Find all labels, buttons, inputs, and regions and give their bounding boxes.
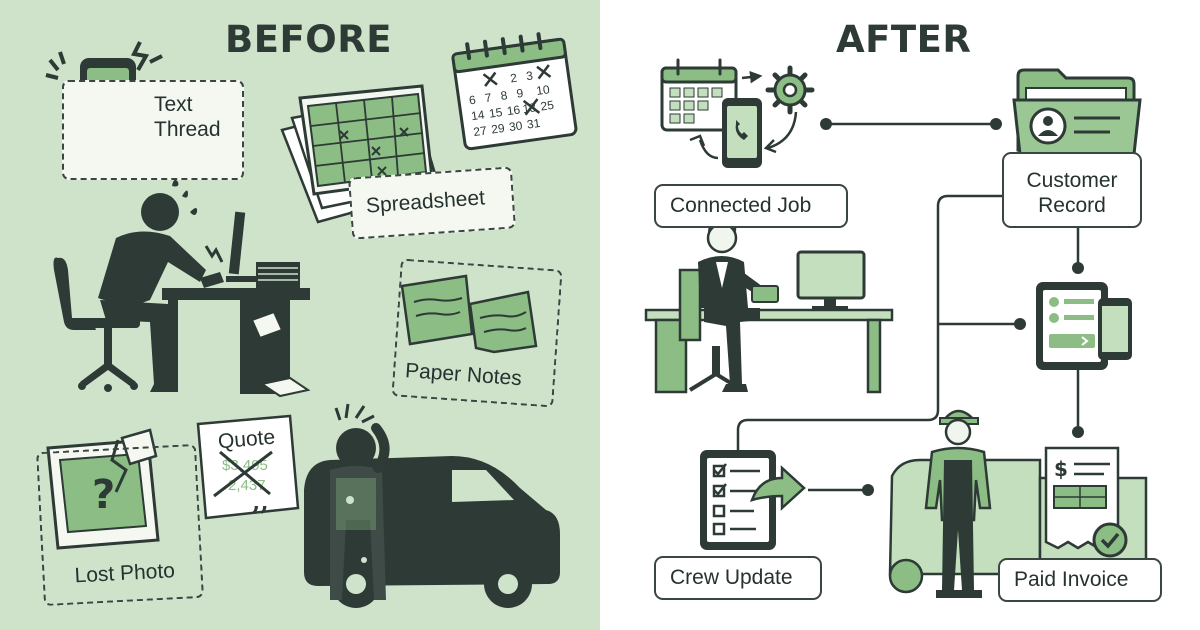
svg-text:6: 6 xyxy=(468,93,477,108)
quote-label: Quote xyxy=(217,425,277,454)
after-heading: AFTER xyxy=(836,18,972,61)
customer-folder-icon xyxy=(1012,68,1142,156)
svg-text:31: 31 xyxy=(526,116,541,132)
paper-notes-label: Paper Notes xyxy=(404,359,523,391)
before-heading: BEFORE xyxy=(225,18,392,61)
svg-text:$: $ xyxy=(1054,457,1068,481)
connected-job-label: Connected Job xyxy=(670,194,812,217)
crew-update-label: Crew Update xyxy=(670,566,793,589)
tablet-phone-icon xyxy=(1036,282,1132,370)
customer-record-label: Customer Record xyxy=(1026,169,1118,217)
paper-notes-card: Paper Notes xyxy=(391,258,563,408)
connector-lines xyxy=(736,122,1080,492)
svg-text:30: 30 xyxy=(508,118,523,134)
spreadsheet-icon xyxy=(280,84,440,224)
calendar-phone-sync-icon xyxy=(660,58,798,168)
lost-photo-label: Lost Photo xyxy=(74,559,176,588)
svg-text:,,: ,, xyxy=(252,487,269,516)
spreadsheet-label: Spreadsheet xyxy=(365,186,486,218)
paid-invoice-label: Paid Invoice xyxy=(1014,568,1129,591)
office-worker-icon xyxy=(644,215,894,394)
sticky-notes-icon xyxy=(400,274,538,354)
svg-text:14: 14 xyxy=(470,108,485,124)
svg-text:15: 15 xyxy=(488,105,503,121)
customer-record-box: Customer Record xyxy=(1002,152,1142,228)
spreadsheet-card: Spreadsheet xyxy=(348,166,516,240)
svg-text:2: 2 xyxy=(509,71,518,86)
text-thread-card xyxy=(62,80,244,180)
svg-text:7: 7 xyxy=(484,90,493,105)
checklist-tablet-icon xyxy=(700,450,806,550)
frustrated-worker-icon xyxy=(330,403,390,600)
svg-text:29: 29 xyxy=(490,121,505,137)
svg-text:9: 9 xyxy=(516,86,525,101)
svg-text:8: 8 xyxy=(500,88,509,103)
stressed-worker-icon xyxy=(53,179,311,398)
invoice-icon: $ xyxy=(1044,446,1128,558)
svg-text:25: 25 xyxy=(540,98,555,114)
torn-photo-icon: ? xyxy=(46,428,160,550)
text-thread-label: Text Thread xyxy=(154,93,221,141)
crew-update-box: Crew Update xyxy=(654,556,822,600)
svg-text:$3,495: $3,495 xyxy=(222,457,268,474)
paid-invoice-box: Paid Invoice xyxy=(998,558,1162,602)
svg-text:10: 10 xyxy=(535,82,550,98)
connected-job-box: Connected Job xyxy=(654,184,848,228)
svg-text:27: 27 xyxy=(472,123,487,139)
lost-photo-card: Lost Photo xyxy=(36,443,204,607)
gear-icon xyxy=(765,65,815,115)
svg-text:16: 16 xyxy=(506,103,521,119)
svg-text:3: 3 xyxy=(525,68,534,83)
quote-paper-icon: $3,495 2,437 ,, xyxy=(196,414,300,520)
svg-text:?: ? xyxy=(92,472,115,518)
